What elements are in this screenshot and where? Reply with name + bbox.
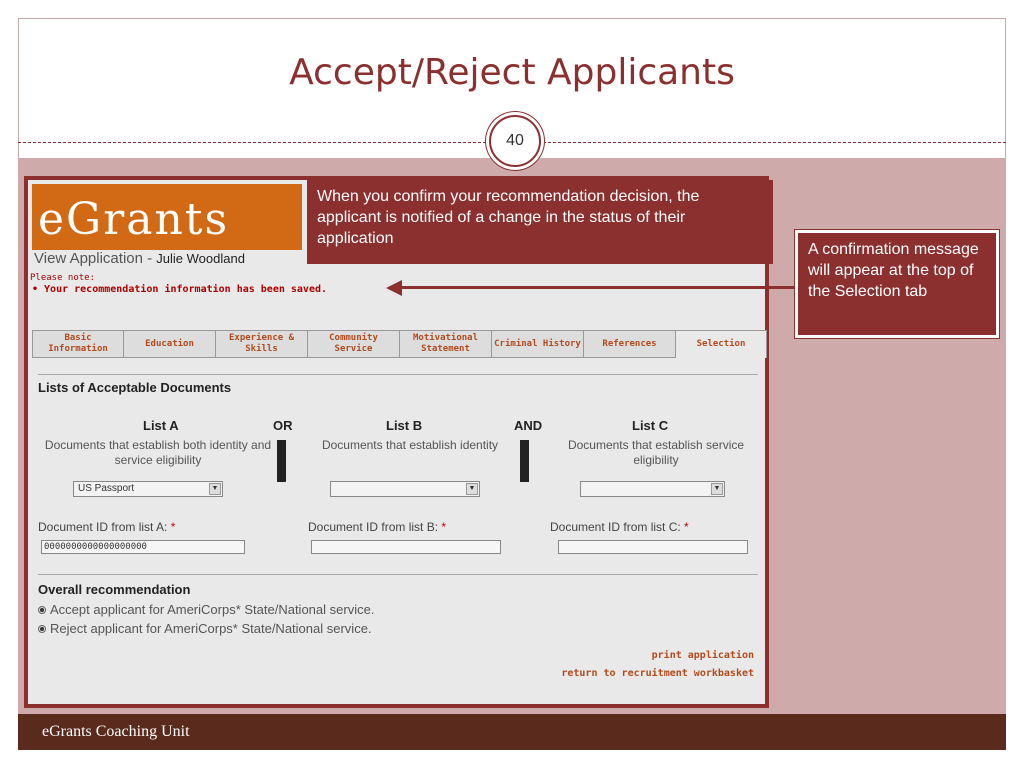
slide-footer: eGrants Coaching Unit <box>18 714 1006 750</box>
page-number-badge: 40 <box>489 115 541 167</box>
tab-selection[interactable]: Selection <box>675 330 767 358</box>
tab-references[interactable]: References <box>583 330 675 358</box>
chevron-down-icon: ▼ <box>711 483 723 495</box>
arrow-left-icon <box>386 280 402 296</box>
tab-education[interactable]: Education <box>123 330 215 358</box>
list-c-title: List C <box>632 418 669 433</box>
tab-motivational-statement[interactable]: Motivational Statement <box>399 330 491 358</box>
reject-radio[interactable]: Reject applicant for AmeriCorps* State/N… <box>38 621 372 636</box>
list-a-select[interactable]: US Passport ▼ <box>73 481 223 497</box>
tab-basic-information[interactable]: Basic Information <box>32 330 123 358</box>
list-a-id-label: Document ID from list A: * <box>38 520 175 534</box>
list-a-title: List A <box>143 418 179 433</box>
accept-label: Accept applicant for AmeriCorps* State/N… <box>50 602 375 617</box>
tab-experience-skills[interactable]: Experience & Skills <box>215 330 307 358</box>
list-b-title: List B <box>386 418 423 433</box>
egrants-screenshot: eGrants View Application - Julie Woodlan… <box>24 176 773 708</box>
confirmation-message: • Your recommendation information has be… <box>32 284 328 295</box>
list-a-document-id-input[interactable]: 0000000000000000000 <box>41 540 245 554</box>
panel-top-divider <box>38 374 758 375</box>
list-a-id-label-text: Document ID from list A: <box>38 520 171 534</box>
list-b-id-label-text: Document ID from list B: <box>308 520 442 534</box>
chevron-down-icon: ▼ <box>209 483 221 495</box>
callout-arrow-line <box>400 286 794 289</box>
return-to-workbasket-link[interactable]: return to recruitment workbasket <box>561 668 754 679</box>
egrants-logo: eGrants <box>32 184 302 250</box>
chevron-down-icon: ▼ <box>466 483 478 495</box>
slide-title: Accept/Reject Applicants <box>289 52 735 93</box>
separator-bar-or <box>277 440 286 482</box>
list-a-selected: US Passport <box>78 483 135 494</box>
required-mark: * <box>684 520 689 534</box>
list-b-select[interactable]: ▼ <box>330 481 480 497</box>
note-label: Please note: <box>30 273 96 283</box>
callout-confirmation-message: A confirmation message will appear at th… <box>794 229 1000 339</box>
or-label: OR <box>273 418 293 433</box>
list-c-select[interactable]: ▼ <box>580 481 725 497</box>
tab-criminal-history[interactable]: Criminal History <box>491 330 583 358</box>
radio-selected-icon <box>38 605 46 614</box>
overall-recommendation-heading: Overall recommendation <box>38 582 191 597</box>
required-mark: * <box>441 520 447 534</box>
list-b-id-label: Document ID from list B: * <box>308 520 446 534</box>
list-c-document-id-input[interactable] <box>558 540 748 554</box>
view-application-heading: View Application - Julie Woodland <box>34 250 245 267</box>
panel-mid-divider <box>38 574 758 575</box>
applicant-name: Julie Woodland <box>156 251 245 266</box>
list-c-id-label: Document ID from list C: * <box>550 520 689 534</box>
list-b-description: Documents that establish identity <box>321 438 499 452</box>
callout-confirm-decision: When you confirm your recommendation dec… <box>307 180 773 264</box>
required-mark: * <box>170 520 176 534</box>
tab-community-service[interactable]: Community Service <box>307 330 399 358</box>
view-application-label: View Application - <box>34 250 157 267</box>
print-application-link[interactable]: print application <box>651 650 754 661</box>
list-c-description: Documents that establish service eligibi… <box>567 438 745 467</box>
list-b-document-id-input[interactable] <box>311 540 501 554</box>
application-tabs: Basic Information Education Experience &… <box>32 330 767 358</box>
separator-bar-and <box>520 440 529 482</box>
radio-icon <box>38 624 46 633</box>
list-a-description: Documents that establish both identity a… <box>44 438 272 467</box>
and-label: AND <box>514 418 543 433</box>
reject-label: Reject applicant for AmeriCorps* State/N… <box>50 621 372 636</box>
list-c-id-label-text: Document ID from list C: <box>550 520 685 534</box>
documents-heading: Lists of Acceptable Documents <box>38 380 232 395</box>
accept-radio[interactable]: Accept applicant for AmeriCorps* State/N… <box>38 602 374 617</box>
